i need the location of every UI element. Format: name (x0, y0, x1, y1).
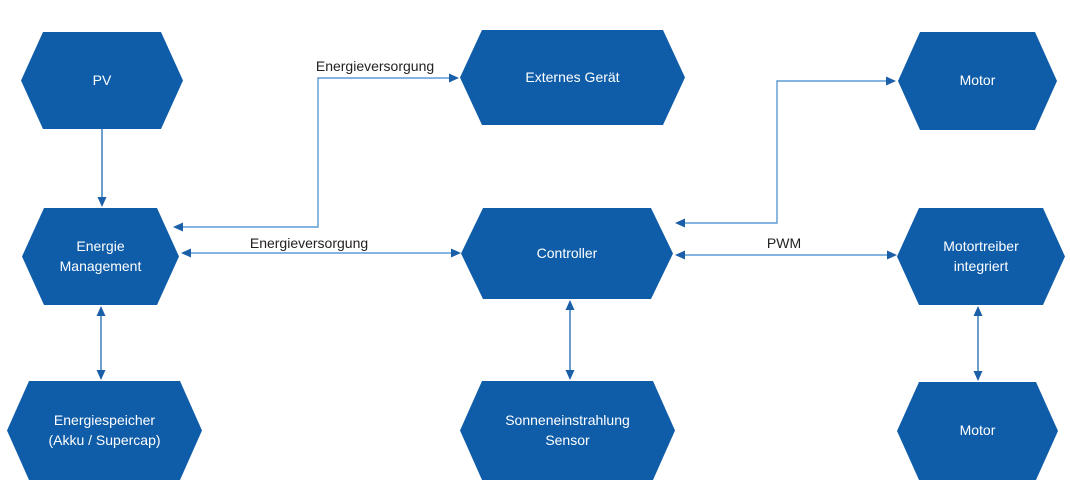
connector-controller-motortreiber (675, 250, 897, 260)
connector-controller-sonnensensor (565, 300, 575, 380)
node-motor-oben: Motor (898, 32, 1057, 130)
node-controller-label: Controller (536, 244, 598, 261)
node-pv-label: PV (92, 71, 112, 88)
node-motor-unten: Motor (897, 382, 1058, 480)
node-motortreiber: Motortreiber integriert (897, 208, 1065, 305)
node-motor-unten-label: Motor (959, 422, 996, 439)
connector-energiemanagement-externesgeraet (173, 73, 459, 232)
node-sonneneinstrahlung-sensor: Sonneneinstrahlung Sensor (460, 381, 675, 480)
edge-label-pwm: PWM (766, 235, 802, 251)
node-externes-geraet: Externes Gerät (460, 30, 685, 125)
node-pv: PV (21, 32, 183, 129)
node-motortreiber-label: Motortreiber integriert (943, 237, 1019, 274)
connector-pv-energiemanagement (97, 129, 107, 207)
connector-controller-motor-oben (675, 76, 896, 228)
node-sonneneinstrahlung-sensor-label: Sonneneinstrahlung Sensor (505, 411, 630, 448)
node-energie-management: Energie Management (22, 208, 179, 305)
node-motor-oben-label: Motor (959, 72, 996, 89)
edge-label-energieversorgung-controller: Energieversorgung (249, 235, 369, 251)
connector-motortreiber-motor-unten (973, 306, 983, 381)
node-energiespeicher: Energiespeicher (Akku / Supercap) (7, 381, 202, 480)
connector-energiemanagement-controller (181, 248, 461, 258)
node-controller: Controller (461, 208, 673, 299)
node-energiespeicher-label: Energiespeicher (Akku / Supercap) (48, 411, 161, 448)
node-externes-geraet-label: Externes Gerät (525, 68, 620, 85)
edge-label-energieversorgung-extern: Energieversorgung (315, 58, 435, 74)
node-energie-management-label: Energie Management (59, 237, 142, 274)
connector-energiemanagement-energiespeicher (96, 306, 106, 380)
